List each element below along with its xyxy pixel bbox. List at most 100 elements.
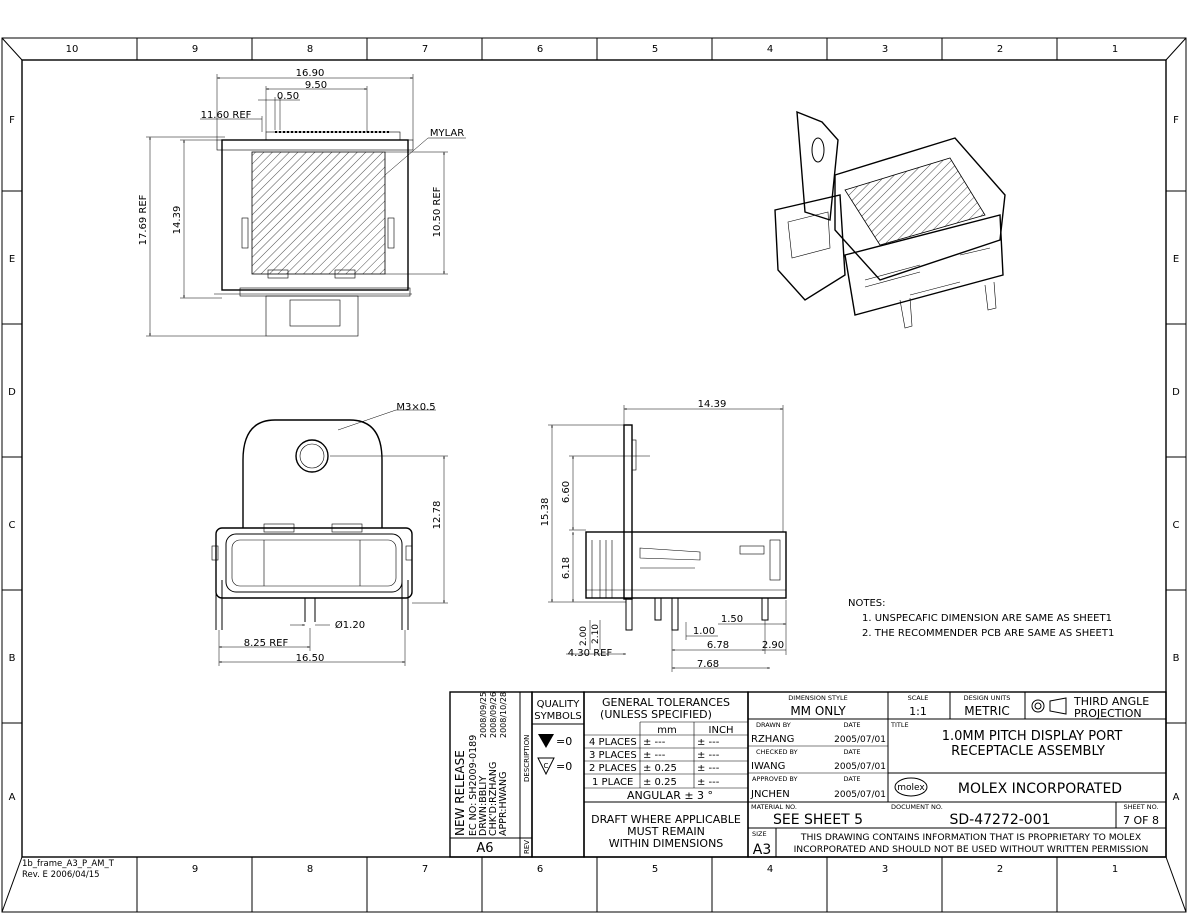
revision-block: NEW RELEASE EC NO: SH2009-0189 DRWN:BBLI… [449,691,533,858]
rev-ec: EC NO: SH2009-0189 [468,735,479,836]
size-label: SIZE [752,830,767,838]
zone-bottom-6: 6 [537,864,543,875]
rev-date-1: 2008/09/25 [479,692,488,738]
dim-front-screw: M3×0.5 [396,402,435,413]
zone-top-6: 6 [537,44,543,55]
tol-row-1-label: 4 PLACES [589,737,637,748]
tolerances-block: GENERAL TOLERANCES (UNLESS SPECIFIED) mm… [583,691,749,858]
date-label-3: DATE [844,775,861,783]
rev-date-3: 2008/10/28 [499,692,508,738]
zone-bottom-1: 1 [1112,864,1118,875]
zone-left-c: C [9,520,16,531]
tol-row-1-mm: ± --- [643,737,666,748]
dim-side-top: 14.39 [698,399,727,410]
drawn-by: RZHANG [751,734,794,745]
dim-side-ref: 4.30 REF [568,648,613,659]
isometric-view [774,110,1006,329]
company-name: MOLEX INCORPORATED [958,781,1122,797]
tol-row-2-inch: ± --- [697,750,720,761]
document-label: DOCUMENT NO. [891,803,943,811]
dim-front-w: 16.50 [296,653,325,664]
proprietary-line-2: INCORPORATED AND SHOULD NOT BE USED WITH… [794,844,1149,855]
zone-bottom-2: 2 [997,864,1003,875]
date-label-1: DATE [844,721,861,729]
approved-by: JNCHEN [750,789,790,800]
side-view: 14.39 15.38 6.60 6.18 1.50 1.00 6.78 2.9… [540,399,787,672]
top-view: 16.90 9.50 0.50 11.60 REF 17.69 REF 14.3… [138,68,466,337]
zone-left-e: E [9,254,15,265]
tol-row-2-label: 3 PLACES [589,750,637,761]
approved-by-label: APPROVED BY [752,775,798,783]
checked-date: 2005/07/01 [834,762,886,772]
dim-side-d2: 1.00 [693,626,715,637]
rev-value: A6 [476,841,493,856]
units-label: DESIGN UNITS [964,694,1011,702]
quality-symbol-critical-icon [537,757,555,776]
material-label: MATERIAL NO. [751,803,797,811]
zone-top-5: 5 [652,44,658,55]
title-block: DIMENSION STYLE MM ONLY SCALE 1:1 DESIGN… [747,691,1167,858]
zone-top-3: 3 [882,44,888,55]
quality-title-2: SYMBOLS [534,711,582,722]
zone-right-b: B [1173,653,1180,664]
projection-2: PROJECTION [1074,707,1142,720]
zone-bottom-4: 4 [767,864,773,875]
dim-top-h2: 14.39 [172,206,183,235]
zone-right-c: C [1173,520,1180,531]
material-value: SEE SHEET 5 [773,812,863,828]
dim-side-d5: 7.68 [697,659,719,670]
scale-value: 1:1 [909,705,927,718]
note-1: 1. UNSPECAFIC DIMENSION ARE SAME AS SHEE… [862,613,1112,624]
dim-side-h1: 15.38 [540,498,551,527]
sheet-label: SHEET NO. [1123,803,1158,811]
tol-row-4-inch: ± --- [697,777,720,788]
svg-text:C: C [544,762,549,770]
title-label: TITLE [890,721,909,729]
dim-side-d1: 1.50 [721,614,743,625]
molex-logo: molex [894,777,928,797]
dim-side-v2: 2.10 [591,624,601,644]
third-angle-projection-icon [1031,697,1067,715]
dim-front-ref: 8.25 REF [244,638,289,649]
zone-left-a: A [9,792,16,803]
dim-style-value: MM ONLY [790,704,846,718]
rev-date-2: 2008/09/26 [489,692,498,738]
dim-top-w1: 16.90 [296,68,325,79]
rev-chkd: CHK'D:RZHANG [488,762,499,836]
notes: NOTES: 1. UNSPECAFIC DIMENSION ARE SAME … [848,598,1114,639]
tol-title-2: (UNLESS SPECIFIED) [600,708,712,721]
quality-title-1: QUALITY [537,699,581,710]
zone-left-b: B [9,653,16,664]
quality-symbols: QUALITY SYMBOLS =0 C =0 [531,691,585,858]
tol-row-3-label: 2 PLACES [589,763,637,774]
zone-right-d: D [1172,387,1180,398]
rev-description-label: DESCRIPTION [523,735,531,782]
frame-rev: Rev. E 2006/04/15 [22,870,100,880]
checked-by: IWANG [751,761,785,772]
dim-front-h: 12.78 [432,501,443,530]
title-line-2: RECEPTACLE ASSEMBLY [951,744,1105,759]
rev-drwn: DRWN:BBLIY [478,776,489,836]
tol-draft-2: MUST REMAIN [627,825,705,838]
front-view: M3×0.5 12.78 Ø1.20 8.25 REF 16.50 [211,402,448,666]
zone-right-f: F [1173,115,1179,126]
dim-top-w2: 9.50 [305,80,327,91]
dim-top-ref: 11.60 REF [201,110,252,121]
title-line-1: 1.0MM PITCH DISPLAY PORT [942,729,1123,744]
tol-row-1-inch: ± --- [697,737,720,748]
zone-bottom-8: 8 [307,864,313,875]
zone-top-8: 8 [307,44,313,55]
tol-draft-1: DRAFT WHERE APPLICABLE [591,813,741,826]
quality-sym-1: =0 [556,735,572,748]
mylar-hatch-area [251,151,386,275]
zone-left-f: F [9,115,15,126]
tol-row-2-mm: ± --- [643,750,666,761]
tol-row-3-inch: ± --- [697,763,720,774]
rev-release: NEW RELEASE [453,750,467,836]
projection-1: THIRD ANGLE [1073,695,1149,708]
drawn-by-label: DRAWN BY [756,721,791,729]
dim-front-pin: Ø1.20 [335,619,365,631]
dim-style-label: DIMENSION STYLE [788,694,847,702]
dim-top-h3: 10.50 REF [432,186,443,237]
dim-top-pitch: 0.50 [277,91,299,102]
